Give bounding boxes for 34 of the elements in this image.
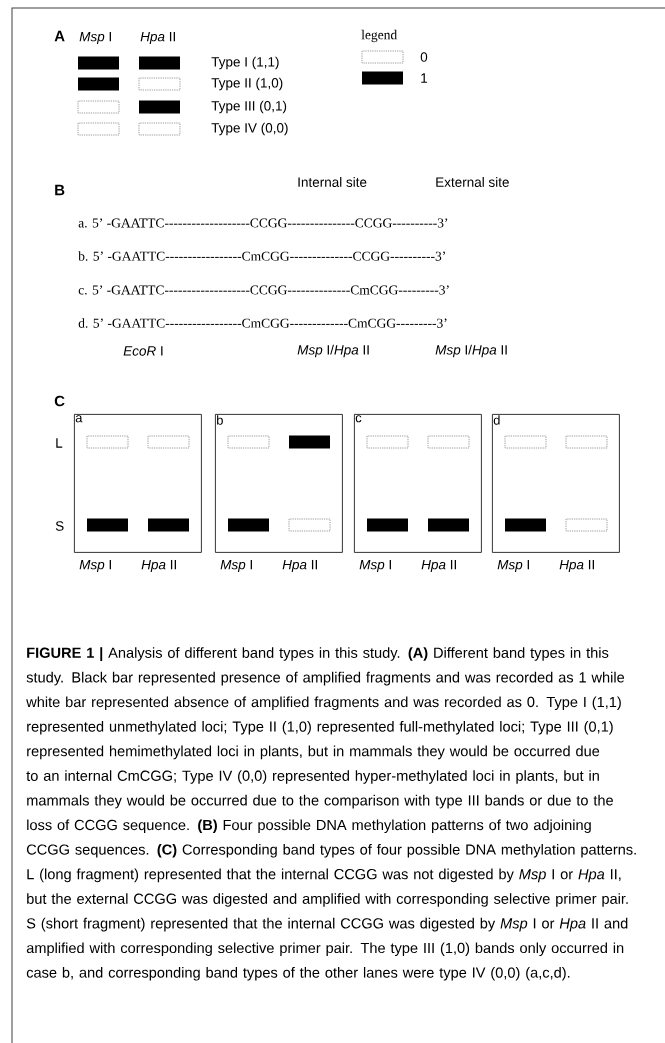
- panel-letter: B: [55, 184, 65, 196]
- gel-lane-box: [215, 414, 343, 553]
- band-type-label: Type II (1,0): [211, 77, 283, 91]
- panel-letter: C: [54, 395, 65, 407]
- sequence-line: b. 5’ -GAATTC-----------------CmCGG--------------CCGG----------3’: [78, 251, 445, 261]
- site-label: External site: [436, 177, 509, 187]
- caption: FIGURE 1 | Analysis of different band types in this study. (A) Different band types in this study. Black bar represented presence of amplified fragments and was recorded as 1 while white bar represented absence of amplified fragments and was recorded as 0. Type I (1,1) represented unmethylated loci; Type II (1,0) represented full-methylated loci; Type III (0,1) represented hemimethylated loci in plants, but in mammals they would be occurred due to an internal CmCGG; Type IV (0,0) represented hyper-methylated loci in plants, but in mammals they would be occurred due to the comparison with type III bands or due to the loss of CCGG sequence. (B) Four possible DNA methylation patterns of two adjoining CCGG sequences. (C) Corresponding band types of four possible DNA methylation patterns. L (long fragment) represented that the internal CCGG was not digested by Msp I or Hpa II, but the external CCGG was digested and amplified with corresponding selective primer pair. S (short fragment) represented that the internal CCGG was digested by Msp I or Hpa II and amplified with corresponding selective primer pair. The type III (1,0) bands only occurred in case b, and corresponding band types of the other lanes were type IV (0,0) (a,c,d).: [26, 647, 636, 981]
- lane-label: Msp I: [497, 559, 529, 573]
- lane-letter: d: [493, 415, 500, 425]
- lane-label: Msp I: [220, 559, 252, 573]
- legend-label: 0: [420, 52, 428, 62]
- lane-label: Msp I: [359, 559, 391, 573]
- gel-lane-box: [492, 414, 620, 553]
- enzyme-label: Msp I: [79, 31, 111, 45]
- lane-letter: b: [217, 415, 223, 425]
- legend-title: legend: [361, 29, 398, 43]
- band-type-label: Type I (1,1): [211, 56, 279, 70]
- gel-lane-box: [74, 414, 202, 553]
- panel-letter: A: [54, 30, 65, 42]
- site-label: Internal site: [298, 177, 367, 187]
- gel-lane-box: [354, 414, 482, 553]
- lane-letter: a: [75, 415, 83, 423]
- enzyme-label: Hpa II: [140, 31, 175, 45]
- sequence-line: d. 5’ -GAATTC-----------------CmCGG-------------CmCGG---------3’: [78, 318, 447, 328]
- band-type-label: Type III (0,1): [211, 100, 287, 114]
- legend-label: 1: [421, 73, 428, 83]
- lane-label: Hpa II: [141, 559, 176, 573]
- sequence-line: c. 5’ -GAATTC-------------------CCGG--------------CmCGG---------3’: [78, 285, 449, 295]
- lane-letter: c: [355, 415, 362, 423]
- sequence-line: a. 5’ -GAATTC-------------------CCGG---------------CCGG----------3’: [78, 218, 448, 228]
- enzyme-label: Msp I/Hpa II: [297, 344, 369, 358]
- band-type-label: Type IV (0,0): [211, 122, 288, 136]
- enzyme-label: Msp I/Hpa II: [435, 344, 507, 358]
- enzyme-label: EcoR I: [123, 346, 163, 356]
